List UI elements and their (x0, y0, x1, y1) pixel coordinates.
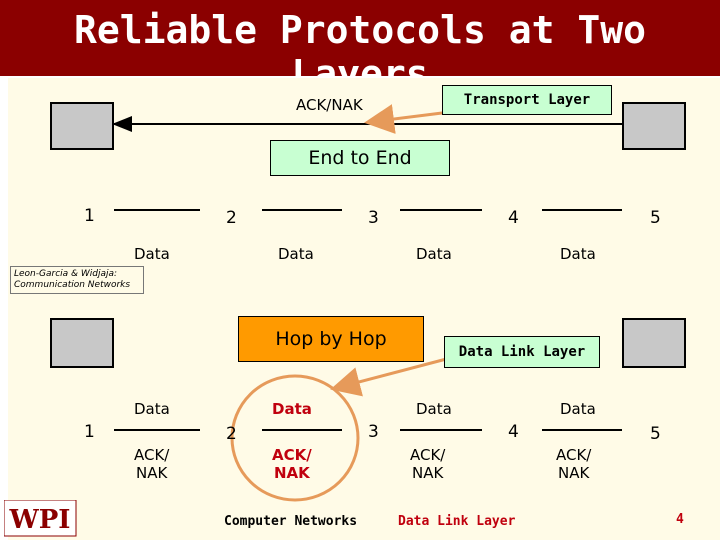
bottom-node-3: 3 (368, 422, 379, 442)
top-data-label-2: Data (278, 245, 314, 263)
bottom-host-left (50, 318, 114, 368)
bottom-data-label-1: Data (134, 400, 170, 418)
transport-layer-label: Transport Layer (463, 92, 591, 108)
footer-course-title: Computer Networks (224, 514, 358, 529)
bottom-data-label-3: Data (416, 400, 452, 418)
wpi-logo-mark: WPI (3, 499, 77, 537)
footer-page-number: 4 (676, 512, 684, 527)
wpi-logo: WPI (3, 499, 94, 538)
top-node-4: 4 (508, 208, 519, 228)
bottom-ack-label-2-highlighted: ACK/ NAK (272, 446, 312, 482)
slide-title: Reliable Protocols at Two Layers (74, 8, 646, 96)
data-link-layer-callout: Data Link Layer (444, 336, 600, 368)
top-node-3: 3 (368, 208, 379, 228)
data-link-layer-label: Data Link Layer (458, 344, 586, 360)
end-to-end-label: End to End (308, 147, 412, 169)
hop-highlight-circle (230, 374, 360, 502)
top-data-label-1: Data (134, 245, 170, 263)
bottom-host-right (622, 318, 686, 368)
top-node-1: 1 (84, 206, 95, 226)
footer-section-title: Data Link Layer (398, 514, 516, 529)
bottom-node-2: 2 (226, 424, 237, 444)
bottom-ack-label-1: ACK/ NAK (134, 446, 170, 482)
datalink-pointer-arrow (330, 355, 455, 397)
transport-layer-callout: Transport Layer (442, 85, 612, 115)
top-node-2: 2 (226, 208, 237, 228)
bottom-data-label-4: Data (560, 400, 596, 418)
svg-text:WPI: WPI (9, 505, 71, 535)
top-end-host-right (622, 102, 686, 150)
end-to-end-callout: End to End (270, 140, 450, 176)
bottom-node-4: 4 (508, 422, 519, 442)
bottom-data-label-2-highlighted: Data (272, 400, 312, 418)
hop-by-hop-callout: Hop by Hop (238, 316, 424, 362)
bottom-ack-label-4: ACK/ NAK (556, 446, 592, 482)
bottom-node-5: 5 (650, 424, 661, 444)
bottom-ack-label-3: ACK/ NAK (410, 446, 446, 482)
citation-box: Leon-Garcia & Widjaja: Communication Net… (10, 266, 144, 294)
citation-line-2: Communication Networks (14, 280, 131, 290)
top-end-host-left (50, 102, 114, 150)
top-data-label-4: Data (560, 245, 596, 263)
top-ack-nak-label: ACK/NAK (296, 96, 363, 114)
top-node-5: 5 (650, 208, 661, 228)
top-data-label-3: Data (416, 245, 452, 263)
citation-line-1: Leon-Garcia & Widjaja: (14, 269, 118, 279)
transport-pointer-arrow (364, 104, 451, 134)
slide-header (0, 0, 720, 76)
hop-by-hop-label: Hop by Hop (275, 328, 387, 350)
bottom-node-1: 1 (84, 422, 95, 442)
